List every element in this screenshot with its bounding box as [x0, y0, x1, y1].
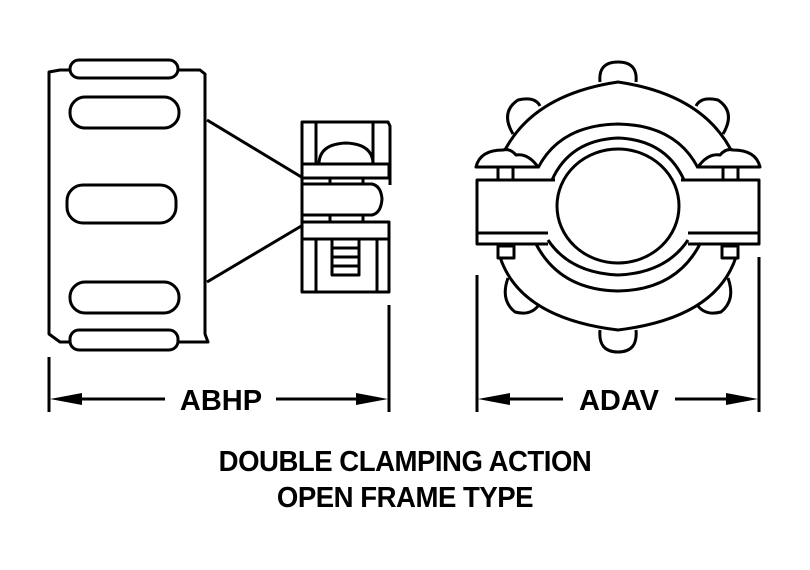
side-view	[47, 58, 392, 352]
dimension-right: ADAV	[475, 257, 761, 417]
end-view	[474, 60, 762, 354]
arrow-left-icon	[478, 393, 510, 405]
taper-line-bottom	[206, 223, 304, 284]
upper-clamp-inner	[550, 136, 686, 181]
caption-line-1: DOUBLE CLAMPING ACTION	[218, 446, 592, 478]
arrow-right-icon	[356, 393, 388, 405]
ring-outer-top	[500, 80, 736, 157]
grip-pad-bottom	[68, 328, 180, 352]
dimension-label-adav: ADAV	[579, 385, 660, 417]
arrow-right-icon	[726, 393, 758, 405]
ring-outer-bottom	[498, 256, 738, 332]
cable-bore	[555, 147, 681, 265]
clamp-bar-left	[475, 178, 555, 246]
dimension-left: ABHP	[47, 305, 391, 417]
caption-line-2: OPEN FRAME TYPE	[276, 482, 534, 514]
taper-line-top	[206, 118, 304, 180]
dimension-label-abhp: ABHP	[180, 385, 262, 417]
nut-right	[720, 244, 740, 260]
arrow-left-icon	[50, 393, 82, 405]
grip-pad-top	[68, 58, 180, 80]
lower-clamp-arc	[534, 243, 702, 293]
clamp-bar-right	[681, 178, 761, 246]
lower-clamp-inner	[546, 239, 690, 277]
screw-head-left-top	[474, 148, 540, 169]
bump-bottom-left	[503, 277, 540, 315]
clamp-frame-side	[300, 120, 392, 294]
bump-top	[598, 60, 638, 83]
grip-pad-2	[65, 183, 178, 225]
bump-bottom	[598, 329, 638, 354]
bump-bottom-right	[696, 277, 733, 315]
screw-head-right-top	[696, 148, 762, 169]
grip-pad-1	[68, 95, 181, 130]
upper-clamp-arc	[536, 122, 700, 169]
grip-pad-3	[68, 280, 181, 315]
bump-top-left	[506, 97, 542, 135]
nut-left	[496, 244, 516, 260]
bump-top-right	[694, 97, 730, 135]
